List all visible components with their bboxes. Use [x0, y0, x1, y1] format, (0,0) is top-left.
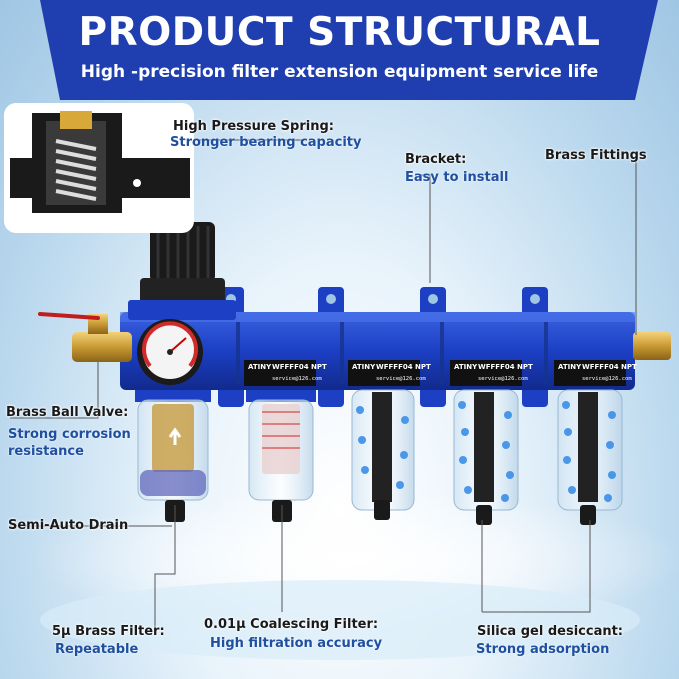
plate-3-brand: ATINY: [454, 363, 478, 371]
bowl-desiccant-2: [453, 389, 519, 525]
bowl-desiccant-1: [351, 389, 415, 520]
silica-desc: Strong adsorption: [476, 642, 610, 657]
plate-2-model: WFFFF04 NPT: [376, 363, 431, 371]
ball-valve-desc-2: resistance: [8, 444, 84, 459]
plate-3-email: service@126.com: [478, 376, 528, 382]
coalescing-title: 0.01μ Coalescing Filter:: [204, 617, 379, 632]
bowl-coalescing-filter: [246, 390, 316, 522]
bowl-brass-filter: [135, 390, 211, 522]
drain-title: Semi-Auto Drain: [8, 518, 129, 533]
spring-detail-inset: [4, 103, 194, 233]
plate-1-email: service@126.com: [272, 376, 322, 382]
brackets: [218, 287, 548, 407]
plate-3-model: WFFFF04 NPT: [478, 363, 533, 371]
spring-cutaway-icon: [10, 111, 190, 213]
coalescing-desc: High filtration accuracy: [210, 636, 383, 651]
bracket-desc: Easy to install: [405, 170, 509, 185]
silica-beads: [356, 401, 616, 502]
bracket-title: Bracket:: [405, 152, 467, 167]
spring-desc: Stronger bearing capacity: [170, 135, 362, 150]
bowl-desiccant-3: [557, 389, 623, 525]
ball-valve-desc-1: Strong corrosion: [8, 427, 131, 442]
header-banner: [40, 0, 679, 100]
plate-1-brand: ATINY: [248, 363, 272, 371]
silica-title: Silica gel desiccant:: [477, 624, 624, 639]
leader-lines: [10, 139, 637, 630]
fittings-title: Brass Fittings: [545, 148, 647, 163]
ball-valve-title: Brass Ball Valve:: [6, 405, 129, 420]
page-subtitle: High -precision filter extension equipme…: [80, 62, 599, 82]
page-title: PRODUCT STRUCTURAL: [78, 10, 601, 55]
plate-2-brand: ATINY: [352, 363, 376, 371]
plate-4-model: WFFFF04 NPT: [582, 363, 637, 371]
brass-outlet-fitting: [633, 332, 671, 360]
plate-1-model: WFFFF04 NPT: [272, 363, 327, 371]
plate-4-email: service@126.com: [582, 376, 632, 382]
plate-4-brand: ATINY: [558, 363, 582, 371]
brass-filter-desc: Repeatable: [55, 642, 139, 657]
brass-filter-title: 5μ Brass Filter:: [52, 624, 165, 639]
spring-title: High Pressure Spring:: [173, 119, 334, 134]
brass-ball-valve: [72, 332, 132, 362]
label-plates: [244, 360, 626, 386]
plate-2-email: service@126.com: [376, 376, 426, 382]
